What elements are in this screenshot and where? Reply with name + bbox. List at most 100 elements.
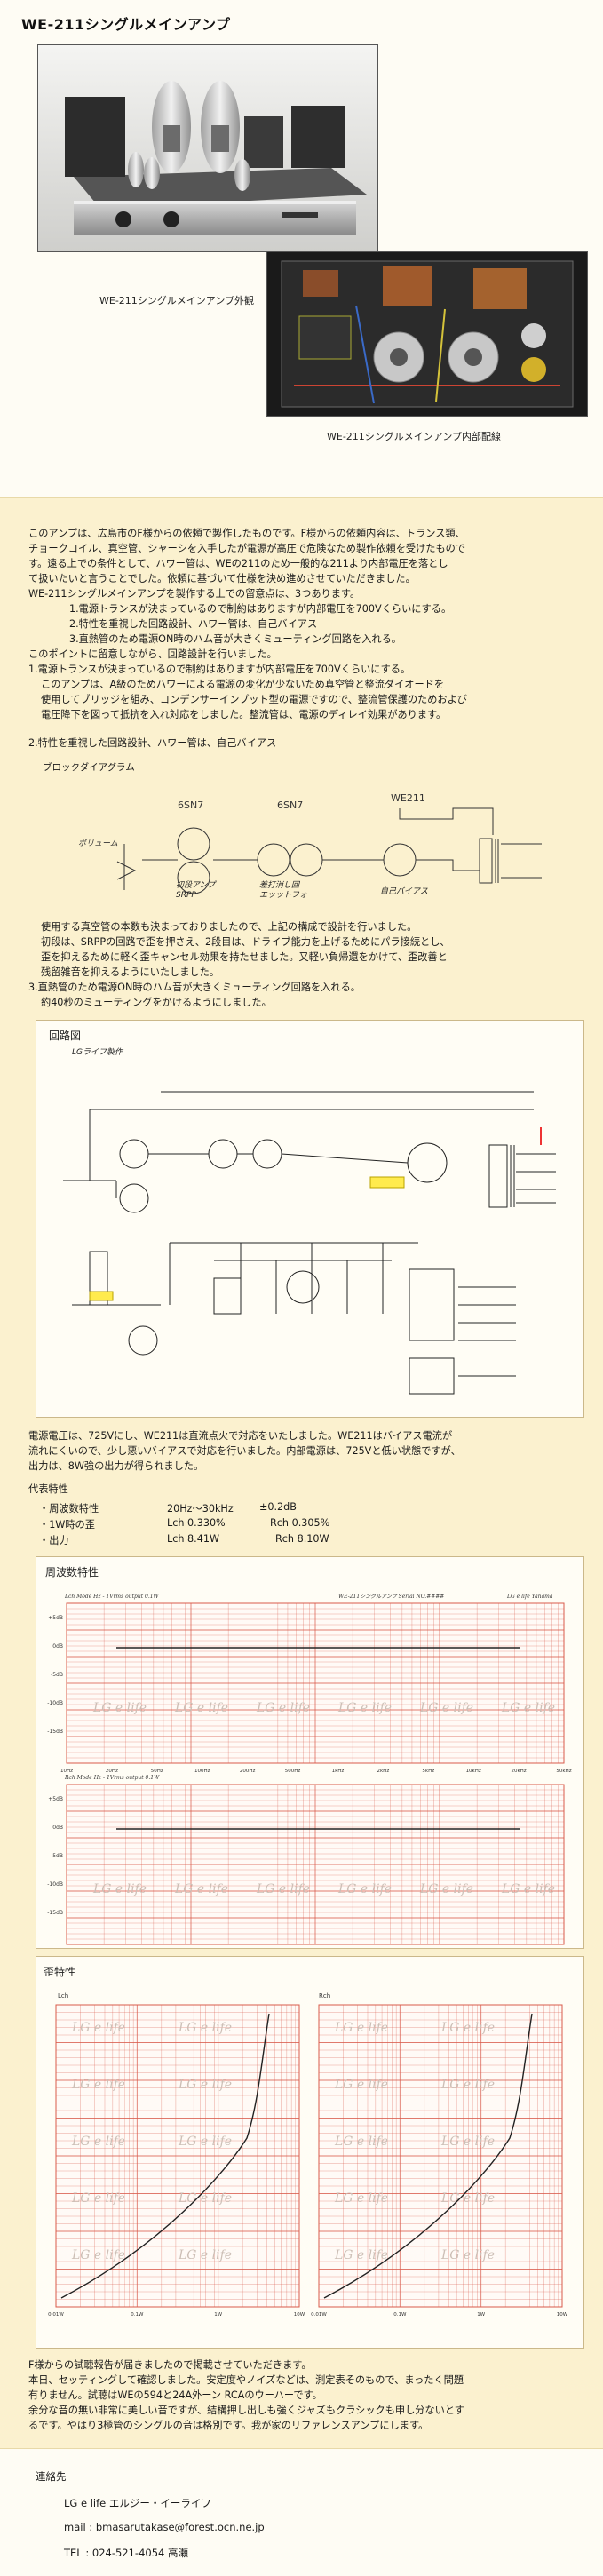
- spec-value-distortion-l: Lch 0.330%: [167, 1517, 226, 1529]
- freq-chart: Lch Mode Hz - 1Vrms output 0.1W WE-211シン…: [47, 1593, 572, 1945]
- freq-x-tick: 200Hz: [240, 1769, 256, 1774]
- freq-x-tick: 500Hz: [285, 1769, 301, 1774]
- dist-watermark: LG e life: [440, 2248, 495, 2262]
- block-stage3-tube: [383, 843, 417, 877]
- freq-y-tick: +5dB: [48, 1615, 63, 1621]
- dist-x-tick: 10W: [294, 2312, 305, 2318]
- freq-watermark: LG e life: [419, 1882, 473, 1896]
- spec-value-output-r: Rch 8.10W: [275, 1533, 329, 1545]
- section2-line: 使用する真空管の本数も決まっておりましたので、上記の構成で設計を行いました。: [41, 921, 417, 933]
- freq-header-left: Lch Mode Hz - 1Vrms output 0.1W: [64, 1594, 160, 1600]
- dist-watermark: LG e life: [71, 2078, 125, 2092]
- schematic-drawing: [63, 1091, 556, 1395]
- spec-label-distortion: ・1W時の歪: [39, 1519, 95, 1530]
- intro-line: す。遠る上での条件として、ハワー管は、WEの211のため一般的な211より内部電…: [28, 558, 448, 569]
- freq-watermark: LG e life: [174, 1882, 228, 1896]
- contact-company: LG e life エルジー・イーライフ: [64, 2497, 211, 2509]
- block-tube3-label: WE211: [391, 792, 425, 804]
- freq-y-tick: -5dB: [51, 1672, 63, 1678]
- freq-chart-panel: 周波数特性 Lch Mode Hz - 1Vrms output 0.1W WE…: [36, 1556, 584, 1949]
- block-diagram: 6SN7 6SN7 WE211 ボリューム: [78, 792, 542, 894]
- freq-y-tick: -15dB: [47, 1729, 63, 1735]
- report-line: F様からの試聴報告が届きましたので掲載させていただきます。: [28, 2359, 312, 2371]
- exterior-photo: [37, 44, 378, 252]
- contact-band: [0, 2449, 603, 2576]
- block-volume-label: ボリューム: [78, 839, 118, 848]
- block-tube2-label: 6SN7: [277, 799, 303, 811]
- freq-x-tick: 10Hz: [60, 1769, 73, 1774]
- dist-watermark: LG e life: [440, 2021, 495, 2035]
- result-line: 電源電圧は、725Vにし、WE211は直流点火で対応をいたしました。WE211は…: [28, 1430, 453, 1442]
- freq-x-tick: 10kHz: [466, 1769, 481, 1774]
- freq-y-tick: -5dB: [51, 1853, 63, 1859]
- dist-watermark: LG e life: [334, 2248, 388, 2262]
- section2-text: 使用する真空管の本数も決まっておりましたので、上記の構成で設計を行いました。 初…: [28, 919, 579, 1010]
- section2-heading: 2.特性を重視した回路設計、ハワー管は、自己バイアス: [28, 737, 277, 749]
- spec-value-freq: 20Hz〜30kHz: [167, 1503, 234, 1515]
- dist-watermark: LG e life: [440, 2191, 495, 2206]
- spec-label-output: ・出力: [39, 1535, 69, 1546]
- dist-trace: [60, 2013, 270, 2299]
- freq-watermark: LG e life: [501, 1701, 555, 1715]
- freq-watermark: LG e life: [92, 1882, 147, 1896]
- section3-heading: 3.直熱管のため電源ON時のハム音が大きくミューティング回路を入れる。: [28, 982, 361, 993]
- block-tube1-label: 6SN7: [178, 799, 203, 811]
- freq-x-tick: 2kHz: [377, 1769, 390, 1774]
- freq-y-tick: 0dB: [52, 1825, 63, 1831]
- dist-x-tick: 10W: [557, 2312, 568, 2318]
- block-stage1-tube-a: [177, 827, 210, 861]
- report-text: F様からの試聴報告が届きましたので掲載させていただきます。 本日、セッティングし…: [28, 2357, 579, 2433]
- dist-watermark: LG e life: [440, 2135, 495, 2149]
- freq-watermark: LG e life: [337, 1882, 392, 1896]
- dist-watermark: LG e life: [71, 2191, 125, 2206]
- result-line: 流れにくいので、少し悪いバイアスで対応を行いました。内部電源は、725Vと低い状…: [28, 1445, 461, 1457]
- section1-line: このアンプは、A級のためハワーによる電源の変化が少ないため真空管と整流ダイオード…: [41, 679, 445, 690]
- block-stage2-tube-a: [257, 843, 290, 877]
- block-diagram-label: ブロックダイアグラム: [43, 762, 135, 773]
- section2-line: 歪を抑えるために軽く歪キャンセル効果を持たせました。又軽い負帰還をかけて、歪改善…: [41, 951, 448, 963]
- freq-watermark: LG e life: [256, 1882, 310, 1896]
- dist-watermark: LG e life: [440, 2078, 495, 2092]
- contact-heading: 連絡先: [36, 2470, 67, 2483]
- section2-line: 初段は、SRPPの回路で歪を押さえ、2段目は、ドライブ能力を上げるためにパラ接続…: [41, 936, 450, 948]
- freq-watermark: LG e life: [174, 1701, 228, 1715]
- block-stage2-label: 差打消し回 エッットフォ: [259, 881, 308, 900]
- freq-x-tick: 20kHz: [511, 1769, 526, 1774]
- section1-heading: 1.電源トランスが決まっているので制約はありますが内部電圧を700Vくらいにする…: [28, 664, 411, 675]
- spec-value-output-l: Lch 8.41W: [167, 1533, 220, 1545]
- freq-watermark: LG e life: [92, 1701, 147, 1715]
- freq-header-right: LG e life Yahama: [506, 1594, 553, 1600]
- dist-watermark: LG e life: [334, 2021, 388, 2035]
- dist-watermark: LG e life: [178, 2078, 232, 2092]
- contact-mail: mail : bmasarutakase@forest.ocn.ne.jp: [64, 2521, 265, 2533]
- report-line: 余分な音の無い非常に美しい音ですが、結構押し出しも強くジャズもクラシックも申し分…: [28, 2405, 464, 2416]
- report-line: 本日、セッティングして確認しました。安定度やノイズなどは、測定表そのもので、まっ…: [28, 2374, 464, 2386]
- freq-chart-label: 周波数特性: [45, 1566, 99, 1578]
- report-line: 有りません。試聴はWEの594と24A外ーン RCAのウーハーです。: [28, 2389, 322, 2401]
- report-line: るです。やはり3極管のシングルの音は格別です。我が家のリファレンスアンプにします…: [28, 2420, 429, 2431]
- exterior-caption: WE-211シングルメインアンプ外観: [99, 295, 255, 306]
- section1-line: 電圧降下を図って抵抗を入れ対応をしました。整流管は、電源のディレイ効果があります…: [41, 709, 447, 720]
- dist-watermark: LG e life: [334, 2078, 388, 2092]
- freq-watermark: LG e life: [337, 1701, 392, 1715]
- result-line: 出力は、8W強の出力が得られました。: [28, 1460, 204, 1472]
- contact-tel: TEL : 024-521-4054 高瀬: [64, 2547, 189, 2559]
- dist-watermark: LG e life: [334, 2135, 388, 2149]
- dist-trace: [323, 2013, 533, 2299]
- point-item: 2.特性を重視した回路設計、ハワー管は、自己バイアス: [69, 618, 318, 630]
- dist-x-tick: 0.1W: [131, 2312, 144, 2318]
- freq-x-tick: 100Hz: [194, 1769, 210, 1774]
- freq-x-tick: 20Hz: [106, 1769, 118, 1774]
- dist-watermark: LG e life: [71, 2248, 125, 2262]
- result-text: 電源電圧は、725Vにし、WE211は直流点火で対応をいたしました。WE211は…: [28, 1428, 579, 1474]
- dist-watermark: LG e life: [178, 2248, 232, 2262]
- dist-x-tick: 1W: [214, 2312, 222, 2318]
- section2-line: 残留雑音を抑えるようにいたしました。: [41, 966, 220, 978]
- dist-watermark: LG e life: [178, 2191, 232, 2206]
- spec-label-freq: ・周波数特性: [39, 1503, 99, 1515]
- point-item: 3.直熱管のため電源ON時のハム音が大きくミューティング回路を入れる。: [69, 633, 401, 645]
- spec-value-freq-2: ±0.2dB: [259, 1501, 297, 1513]
- freq-watermark: LG e life: [256, 1701, 310, 1715]
